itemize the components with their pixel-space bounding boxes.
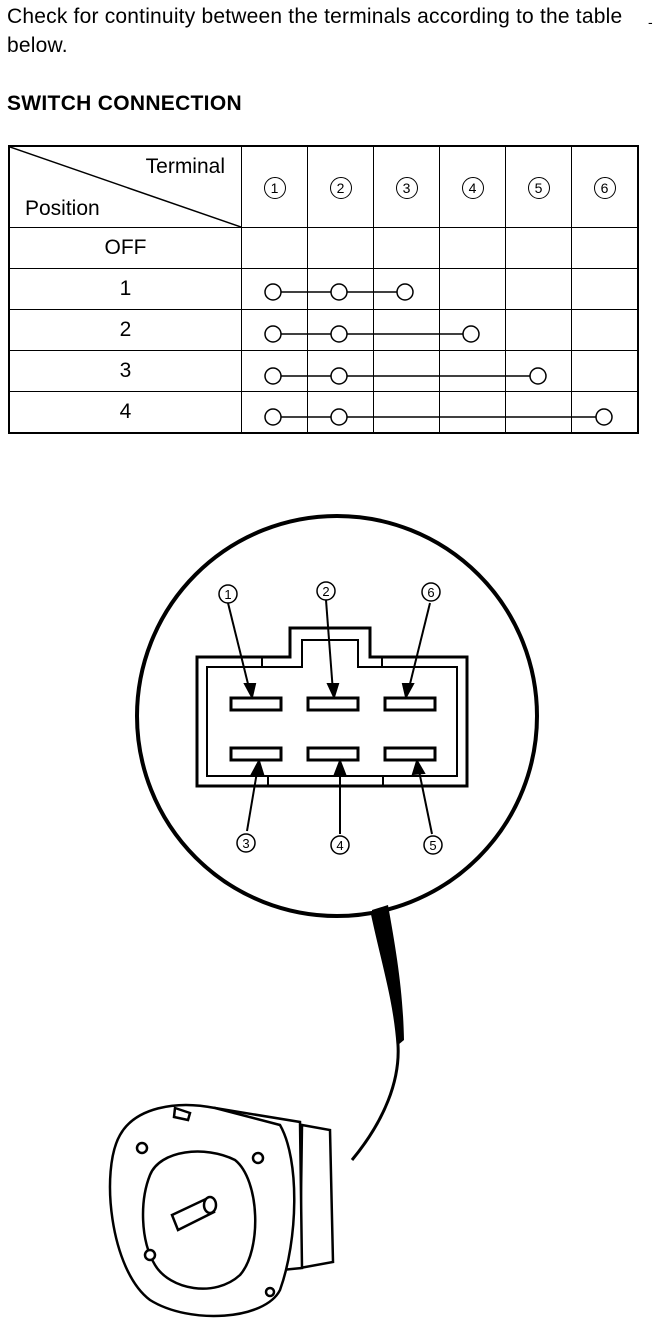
terminal-header-3: 3 (373, 145, 440, 228)
continuity-node (330, 408, 348, 426)
continuity-node (462, 325, 480, 343)
continuity-node (529, 367, 547, 385)
connector-label-3: 3 (242, 836, 249, 851)
table-row: OFF (8, 227, 639, 269)
terminal-number: 2 (329, 177, 352, 199)
continuity-node (264, 408, 282, 426)
connector-housing (195, 626, 469, 788)
continuity-node (330, 367, 348, 385)
position-2: 2 (8, 309, 242, 351)
terminal-blades (229, 696, 437, 762)
terminal-label-circles (218, 581, 443, 855)
terminal-number: 1 (263, 177, 286, 199)
connector-label-4: 4 (336, 838, 343, 853)
terminal-header-6: 6 (571, 145, 639, 228)
terminal-header-4: 4 (439, 145, 506, 228)
stray-mark: - (648, 14, 653, 30)
terminal-number: 4 (461, 177, 484, 199)
switch-body (108, 1103, 335, 1318)
terminal-header-1: 1 (241, 145, 308, 228)
terminal-header-5: 5 (505, 145, 572, 228)
intro-text: Check for continuity between the termina… (7, 5, 623, 57)
connector-label-6: 6 (427, 585, 434, 600)
continuity-lines (264, 283, 613, 426)
section-title: SWITCH CONNECTION (7, 92, 242, 115)
switch-connection-table: Terminal Position 1 2 3 4 5 6 OFF 1 2 3 … (8, 145, 639, 434)
table-header-row: Terminal Position 1 2 3 4 5 6 (8, 145, 639, 228)
terminal-number: 5 (527, 177, 550, 199)
header-corner-cell: Terminal Position (8, 145, 242, 228)
continuity-node (264, 283, 282, 301)
continuity-node (595, 408, 613, 426)
position-3: 3 (8, 350, 242, 392)
header-terminal-label: Terminal (145, 155, 225, 178)
terminal-number: 6 (593, 177, 616, 199)
table-row: 4 (8, 391, 639, 434)
magnifier-circle (135, 514, 539, 918)
corner-diagonal-line (10, 147, 241, 227)
terminal-number: 3 (395, 177, 418, 199)
leader-lines (227, 599, 433, 835)
continuity-node (330, 283, 348, 301)
continuity-node (264, 325, 282, 343)
connector-label-2: 2 (322, 584, 329, 599)
connector-label-5: 5 (429, 838, 436, 853)
connector-label-1: 1 (224, 587, 231, 602)
continuity-node (396, 283, 414, 301)
continuity-node (330, 325, 348, 343)
header-position-label: Position (25, 197, 100, 220)
cable-shadow (372, 905, 404, 1045)
table-row: 3 (8, 350, 639, 392)
continuity-node (264, 367, 282, 385)
position-4: 4 (8, 391, 242, 434)
